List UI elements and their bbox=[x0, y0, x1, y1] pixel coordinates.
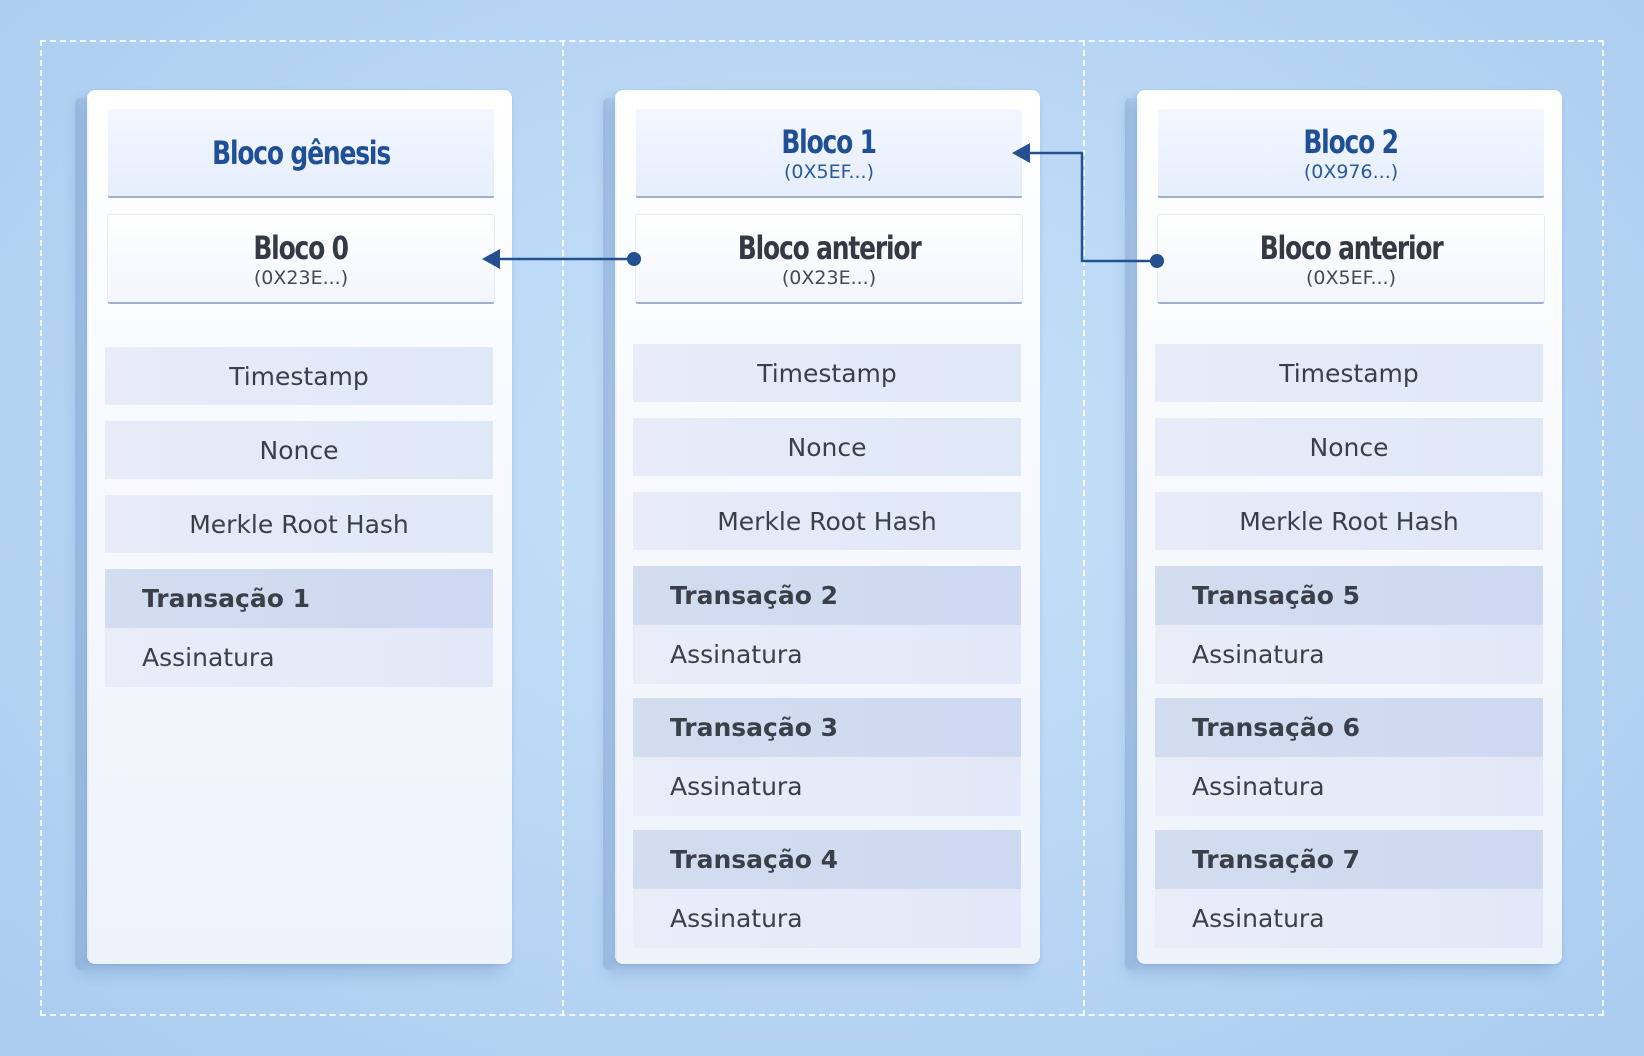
transaction-signature: Assinatura bbox=[1155, 625, 1543, 684]
prev-block-label: Bloco 0 bbox=[253, 228, 350, 267]
arrowhead-icon bbox=[482, 249, 500, 269]
transaction-signature: Assinatura bbox=[633, 757, 1021, 816]
block-hash: (0X5EF...) bbox=[783, 160, 875, 183]
transaction-signature: Assinatura bbox=[1155, 757, 1543, 816]
transaction: Transação 7 Assinatura bbox=[1155, 830, 1543, 948]
field-merkle-root: Merkle Root Hash bbox=[1155, 492, 1543, 550]
block-genesis: Bloco gênesis Bloco 0 (0X23E...) Timesta… bbox=[75, 90, 512, 970]
transaction-signature: Assinatura bbox=[105, 628, 493, 687]
transaction: Transação 2 Assinatura bbox=[633, 566, 1021, 684]
transaction: Transação 1 Assinatura bbox=[105, 569, 493, 687]
prev-block-label: Bloco anterior bbox=[737, 228, 922, 267]
transaction: Transação 6 Assinatura bbox=[1155, 698, 1543, 816]
diagram-frame bbox=[40, 40, 1604, 1016]
transaction-label: Transação 2 bbox=[633, 566, 1021, 625]
block-title-box: Bloco 1 (0X5EF...) bbox=[635, 108, 1023, 198]
transaction-label: Transação 7 bbox=[1155, 830, 1543, 889]
transaction-label: Transação 6 bbox=[1155, 698, 1543, 757]
field-merkle-root: Merkle Root Hash bbox=[633, 492, 1021, 550]
prev-block-hash: (0X5EF...) bbox=[1305, 266, 1397, 289]
transaction-signature: Assinatura bbox=[1155, 889, 1543, 948]
link-block2-to-block1 bbox=[1012, 143, 1164, 268]
field-merkle-root: Merkle Root Hash bbox=[105, 495, 493, 553]
connector-dot-icon bbox=[627, 252, 641, 266]
block-title-box: Bloco gênesis bbox=[107, 108, 495, 198]
transaction: Transação 3 Assinatura bbox=[633, 698, 1021, 816]
field-timestamp: Timestamp bbox=[1155, 344, 1543, 402]
link-block1-to-block0 bbox=[482, 249, 641, 269]
transaction: Transação 4 Assinatura bbox=[633, 830, 1021, 948]
transaction-label: Transação 5 bbox=[1155, 566, 1543, 625]
block-prev-box: Bloco anterior (0X5EF...) bbox=[1157, 214, 1545, 304]
arrowhead-icon bbox=[1012, 143, 1030, 163]
block-prev-box: Bloco 0 (0X23E...) bbox=[107, 214, 495, 304]
prev-block-hash: (0X23E...) bbox=[253, 266, 349, 289]
transaction-signature: Assinatura bbox=[633, 625, 1021, 684]
block-prev-box: Bloco anterior (0X23E...) bbox=[635, 214, 1023, 304]
block-2: Bloco 2 (0X976...) Bloco anterior (0X5EF… bbox=[1125, 90, 1562, 970]
field-nonce: Nonce bbox=[633, 418, 1021, 476]
field-timestamp: Timestamp bbox=[633, 344, 1021, 402]
transaction-label: Transação 4 bbox=[633, 830, 1021, 889]
connector-dot-icon bbox=[1150, 254, 1164, 268]
prev-block-label: Bloco anterior bbox=[1259, 228, 1444, 267]
block-title: Bloco 1 bbox=[781, 122, 878, 161]
block-title-box: Bloco 2 (0X976...) bbox=[1157, 108, 1545, 198]
field-nonce: Nonce bbox=[1155, 418, 1543, 476]
column-divider bbox=[1083, 40, 1085, 1016]
transaction-label: Transação 1 bbox=[105, 569, 493, 628]
transaction-label: Transação 3 bbox=[633, 698, 1021, 757]
transaction: Transação 5 Assinatura bbox=[1155, 566, 1543, 684]
transaction-signature: Assinatura bbox=[633, 889, 1021, 948]
field-nonce: Nonce bbox=[105, 421, 493, 479]
block-hash: (0X976...) bbox=[1303, 160, 1399, 183]
block-title: Bloco gênesis bbox=[212, 133, 391, 172]
block-title: Bloco 2 bbox=[1303, 122, 1400, 161]
prev-block-hash: (0X23E...) bbox=[781, 266, 877, 289]
column-divider bbox=[562, 40, 564, 1016]
block-1: Bloco 1 (0X5EF...) Bloco anterior (0X23E… bbox=[603, 90, 1040, 970]
field-timestamp: Timestamp bbox=[105, 347, 493, 405]
